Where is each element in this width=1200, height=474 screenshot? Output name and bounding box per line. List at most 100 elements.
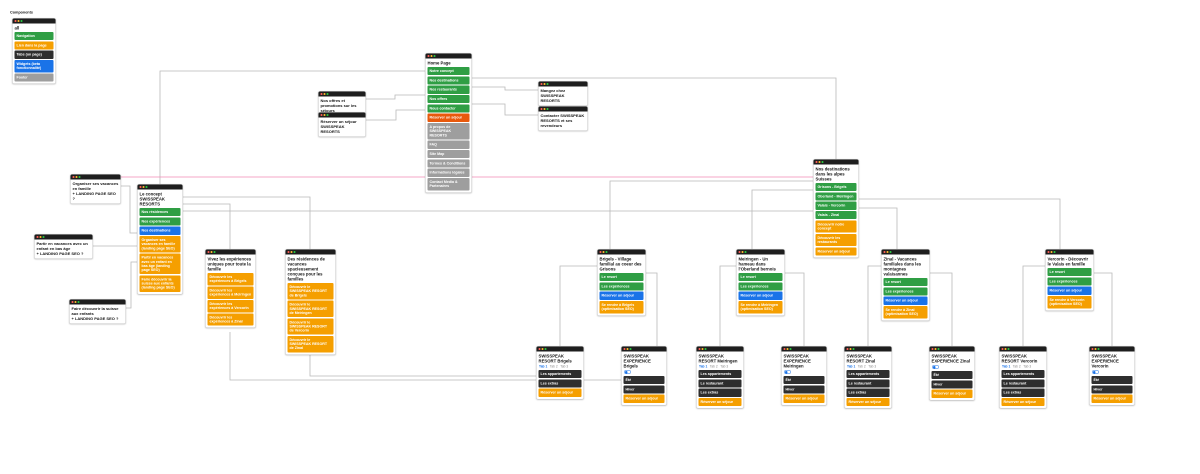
toggle-icon[interactable]: [784, 370, 791, 375]
tab-item[interactable]: Tab 1: [539, 365, 548, 369]
block-link[interactable]: Faire découvrir la suisse aux enfants (l…: [139, 275, 181, 292]
block-navigation[interactable]: Le resort: [738, 273, 783, 282]
tab-item[interactable]: Tab 1: [1002, 365, 1011, 369]
block-dark[interactable]: Les extras: [1001, 388, 1045, 397]
tab-item[interactable]: Tab 3: [1023, 365, 1032, 369]
block-link[interactable]: Réserver un séjour: [783, 394, 825, 403]
block-navigation[interactable]: Les expériences: [738, 282, 783, 291]
block-footer[interactable]: Footer: [14, 73, 54, 82]
block-cta[interactable]: Réserver un séjour: [427, 113, 470, 122]
card-experiences[interactable]: Vivez les expériences uniques pour toute…: [205, 249, 256, 329]
card-dest-brigels[interactable]: Brigels - Village familial au coeur des …: [597, 249, 646, 316]
block-footer[interactable]: A propos de SWISSPEAK RESORTS: [427, 123, 470, 140]
card-note-offres[interactable]: Nos offres et promotions sur les séjours: [318, 91, 366, 116]
block-navigation[interactable]: Valais - Vercorin: [815, 201, 857, 210]
block-widget[interactable]: Réserver un séjour: [738, 291, 783, 300]
block-navigation[interactable]: Les expériences: [883, 287, 928, 296]
block-link[interactable]: Découvrir les expériences à Meiringen: [207, 286, 254, 299]
block-navigation[interactable]: Valais - Zinal: [815, 211, 857, 220]
card-dest-vercorin[interactable]: Vercorin - Découvrir le Valais en famill…: [1045, 249, 1094, 311]
toggle-icon[interactable]: [624, 370, 631, 375]
block-navigation[interactable]: Le resort: [883, 278, 928, 287]
block-link[interactable]: Partir en vacances avec un enfant en bas…: [139, 253, 181, 275]
block-navigation[interactable]: Les expériences: [1047, 277, 1092, 286]
block-link[interactable]: Organiser ses vacances en famille (landi…: [139, 236, 181, 253]
block-navigation[interactable]: Navigation: [14, 32, 54, 41]
block-dark[interactable]: Hiver: [931, 380, 973, 389]
block-link[interactable]: Se rendre à Brigels (optimisation SEO): [599, 301, 644, 314]
tab-item[interactable]: Tab 3: [560, 365, 569, 369]
block-dark[interactable]: Le restaurant: [846, 379, 890, 388]
block-link[interactable]: Découvrir le SWISSPEAK RESORT de Vercori…: [287, 318, 334, 335]
block-navigation[interactable]: Les expériences: [599, 282, 644, 291]
block-link[interactable]: Réserver un séjour: [538, 388, 582, 397]
block-footer[interactable]: Informations légales: [427, 168, 470, 177]
block-dark[interactable]: Les appartements: [698, 370, 742, 379]
block-link[interactable]: Découvrir les restaurants: [815, 233, 857, 247]
block-dark[interactable]: Les extras: [846, 388, 890, 397]
block-navigation[interactable]: Notre concept: [427, 67, 470, 76]
block-link[interactable]: Découvrir le SWISSPEAK RESORT de Zinal: [287, 335, 334, 353]
block-dark[interactable]: Les appartements: [1001, 370, 1045, 379]
block-link[interactable]: Réserver un séjour: [1091, 394, 1133, 403]
block-link[interactable]: Découvrir notre concept: [815, 220, 857, 233]
block-link[interactable]: Se rendre à Vercorin (optimisation SEO): [1047, 296, 1092, 309]
block-link[interactable]: Se rendre à Zinal (optimisation SEO): [883, 306, 928, 319]
card-note-faire[interactable]: Faire découvrir la suisse aux enfants + …: [69, 299, 126, 324]
block-widget[interactable]: Réserver un séjour: [883, 296, 928, 305]
tab-item[interactable]: Tab 3: [868, 365, 877, 369]
block-link[interactable]: Réserver un séjour: [931, 389, 973, 398]
block-widget[interactable]: Nos destinations: [139, 226, 181, 235]
block-dark[interactable]: Le restaurant: [1001, 379, 1045, 388]
block-dark[interactable]: Été: [783, 376, 825, 385]
block-widget[interactable]: Réserver un séjour: [1047, 286, 1092, 295]
block-link[interactable]: Réserver un séjour: [1001, 398, 1045, 407]
block-navigation[interactable]: Nos résidences: [139, 208, 181, 217]
block-link[interactable]: Réserver un séjour: [623, 394, 665, 403]
block-link[interactable]: Lien dans la page: [14, 41, 54, 50]
toggle-icon[interactable]: [1092, 370, 1099, 375]
block-link[interactable]: Découvrir les expériences à Zinal: [207, 313, 254, 326]
tab-item[interactable]: Tab 2: [857, 365, 866, 369]
card-note-contacter[interactable]: Contacter SWISSPEAK RESORTS et ses reven…: [538, 106, 588, 131]
block-link[interactable]: Découvrir le SWISSPEAK RESORT de Brigels: [287, 283, 334, 300]
tab-item[interactable]: Tab 3: [720, 365, 729, 369]
card-note-reserver[interactable]: Réserver un séjour SWISSPEAK RESORTS: [318, 112, 366, 137]
tab-item[interactable]: Tab 2: [549, 365, 558, 369]
card-dest-meiringen[interactable]: Meiringen - Un hameau dans l'Oberland be…: [736, 249, 785, 316]
block-link[interactable]: Réserver un séjour: [698, 398, 742, 407]
block-dark[interactable]: Les extras: [698, 388, 742, 397]
block-link[interactable]: Découvrir les expériences à Brigels: [207, 273, 254, 286]
block-dark[interactable]: Le restaurant: [698, 379, 742, 388]
block-dark[interactable]: Été: [931, 371, 973, 380]
block-dark[interactable]: Tabs (on page): [14, 50, 54, 59]
block-footer[interactable]: FAQ: [427, 140, 470, 149]
block-link[interactable]: Réserver un séjour: [846, 398, 890, 407]
block-navigation[interactable]: Le resort: [1047, 268, 1092, 277]
block-dark[interactable]: Été: [623, 376, 665, 385]
block-dark[interactable]: Les extras: [538, 379, 582, 388]
block-footer[interactable]: Contact Media & Partenaires: [427, 177, 470, 191]
block-widget[interactable]: Réserver un séjour: [599, 291, 644, 300]
block-dark[interactable]: Hiver: [1091, 385, 1133, 394]
block-navigation[interactable]: Nos expériences: [139, 217, 181, 226]
block-navigation[interactable]: Le resort: [599, 273, 644, 282]
block-navigation[interactable]: Oberland - Meiringen: [815, 192, 857, 201]
block-dark[interactable]: Les appartements: [846, 370, 890, 379]
block-dark[interactable]: Hiver: [783, 385, 825, 394]
block-navigation[interactable]: Nos destinations: [427, 76, 470, 85]
card-note-manger[interactable]: Mangez chez SWISSPEAK RESORTS: [538, 81, 588, 106]
tab-item[interactable]: Tab 1: [847, 365, 856, 369]
block-navigation[interactable]: Grisons - Brigels: [815, 183, 857, 192]
block-footer[interactable]: Termes & Conditions: [427, 159, 470, 168]
